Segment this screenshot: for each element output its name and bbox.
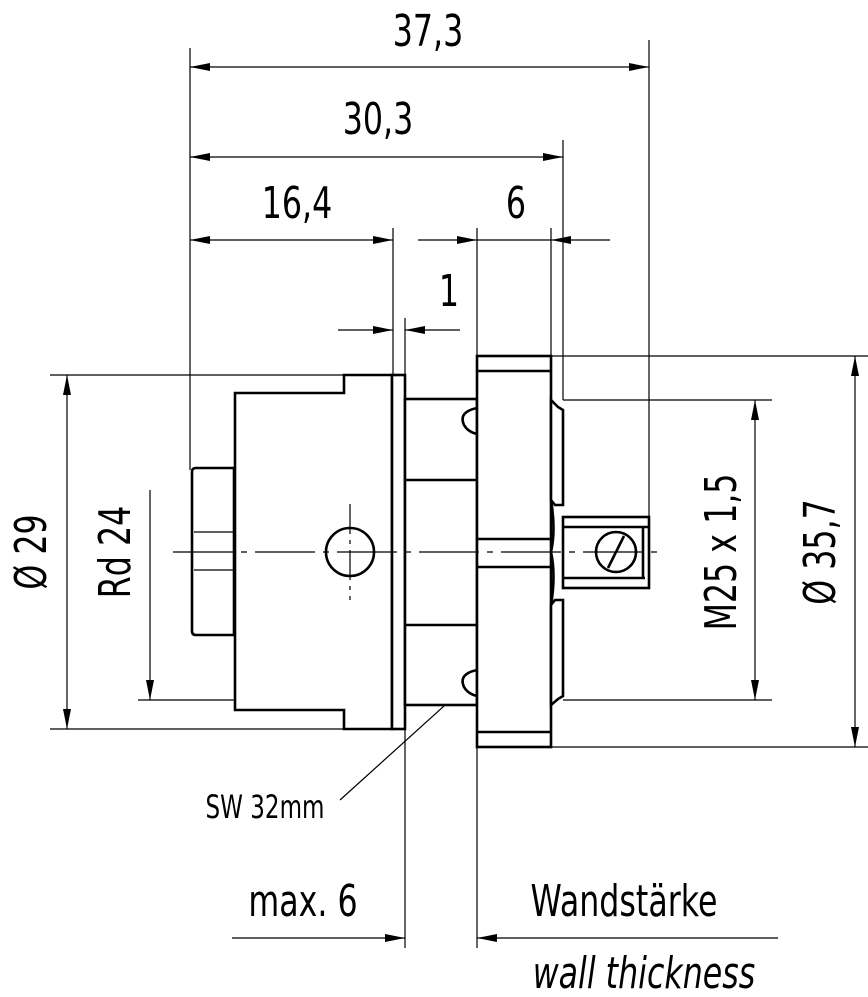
dim-rd-24: Rd 24: [90, 506, 142, 598]
dimension-labels: 37,3 30,3 16,4 6 1 Ø 29 Rd 24 M25 x 1,5 …: [6, 6, 847, 997]
dim-m25: M25 x 1,5: [696, 474, 748, 631]
wrench-size-label: SW 32mm: [206, 788, 325, 826]
thread-upper: [549, 396, 565, 507]
dim-16-4: 16,4: [262, 178, 333, 230]
dim-37-3: 37,3: [393, 6, 464, 58]
thread-lower: [549, 598, 565, 708]
dim-30-3: 30,3: [343, 94, 414, 146]
dim-6: 6: [506, 178, 526, 230]
dim-diameter-35-7: Ø 35,7: [795, 499, 847, 605]
wall-thickness-de: Wandstärke: [531, 876, 718, 928]
dim-1: 1: [439, 266, 459, 318]
wall-thickness-en: wall thickness: [533, 948, 756, 997]
connector-body: [173, 354, 665, 749]
dim-diameter-29: Ø 29: [6, 514, 58, 589]
max-wall-label: max. 6: [248, 876, 357, 928]
